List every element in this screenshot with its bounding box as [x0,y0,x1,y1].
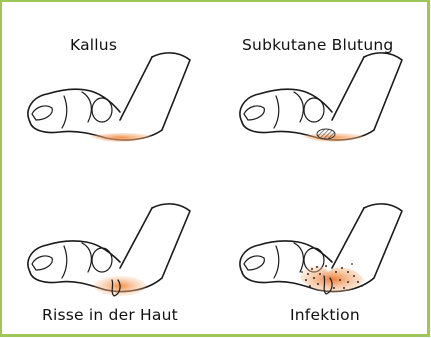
joint-line [62,246,67,278]
leg-inner-line [120,208,152,268]
panel-callus: Kallus [2,2,214,168]
panel-skin-cracks: Risse in der Haut [2,168,214,334]
leg-inner-line [332,57,364,120]
callus-lesion [90,133,152,142]
joint-line [294,243,303,272]
toenail-icon [32,256,52,270]
joint-line [82,243,91,272]
bone-joint [92,248,112,272]
toenail-icon [32,106,52,120]
joint-line [82,92,91,122]
toe-top-outline [240,89,332,122]
leg-outline [364,53,402,130]
foot-illustration-cracks [2,168,214,334]
leg-outline [152,53,190,130]
panel-subcutaneous-bleeding: Subkutane Blutung [214,2,426,168]
leg-inner-line [120,57,152,120]
foot-illustration-bleeding [214,2,426,168]
leg-outline [152,204,190,278]
leg-outline [364,204,402,278]
bone-joint [304,98,324,122]
bleeding-spot [317,129,335,139]
foot-illustration-infection [214,168,426,334]
joint-line [62,96,67,128]
joint-line [274,96,279,128]
bone-joint [92,98,112,122]
joint-line [294,92,303,122]
toenail-icon [244,256,264,270]
panel-infection: Infektion [214,168,426,334]
leg-inner-line [332,208,364,268]
joint-line [274,246,279,278]
foot-illustration-callus [2,2,214,168]
toe-top-outline [28,89,120,122]
toenail-icon [244,106,264,120]
